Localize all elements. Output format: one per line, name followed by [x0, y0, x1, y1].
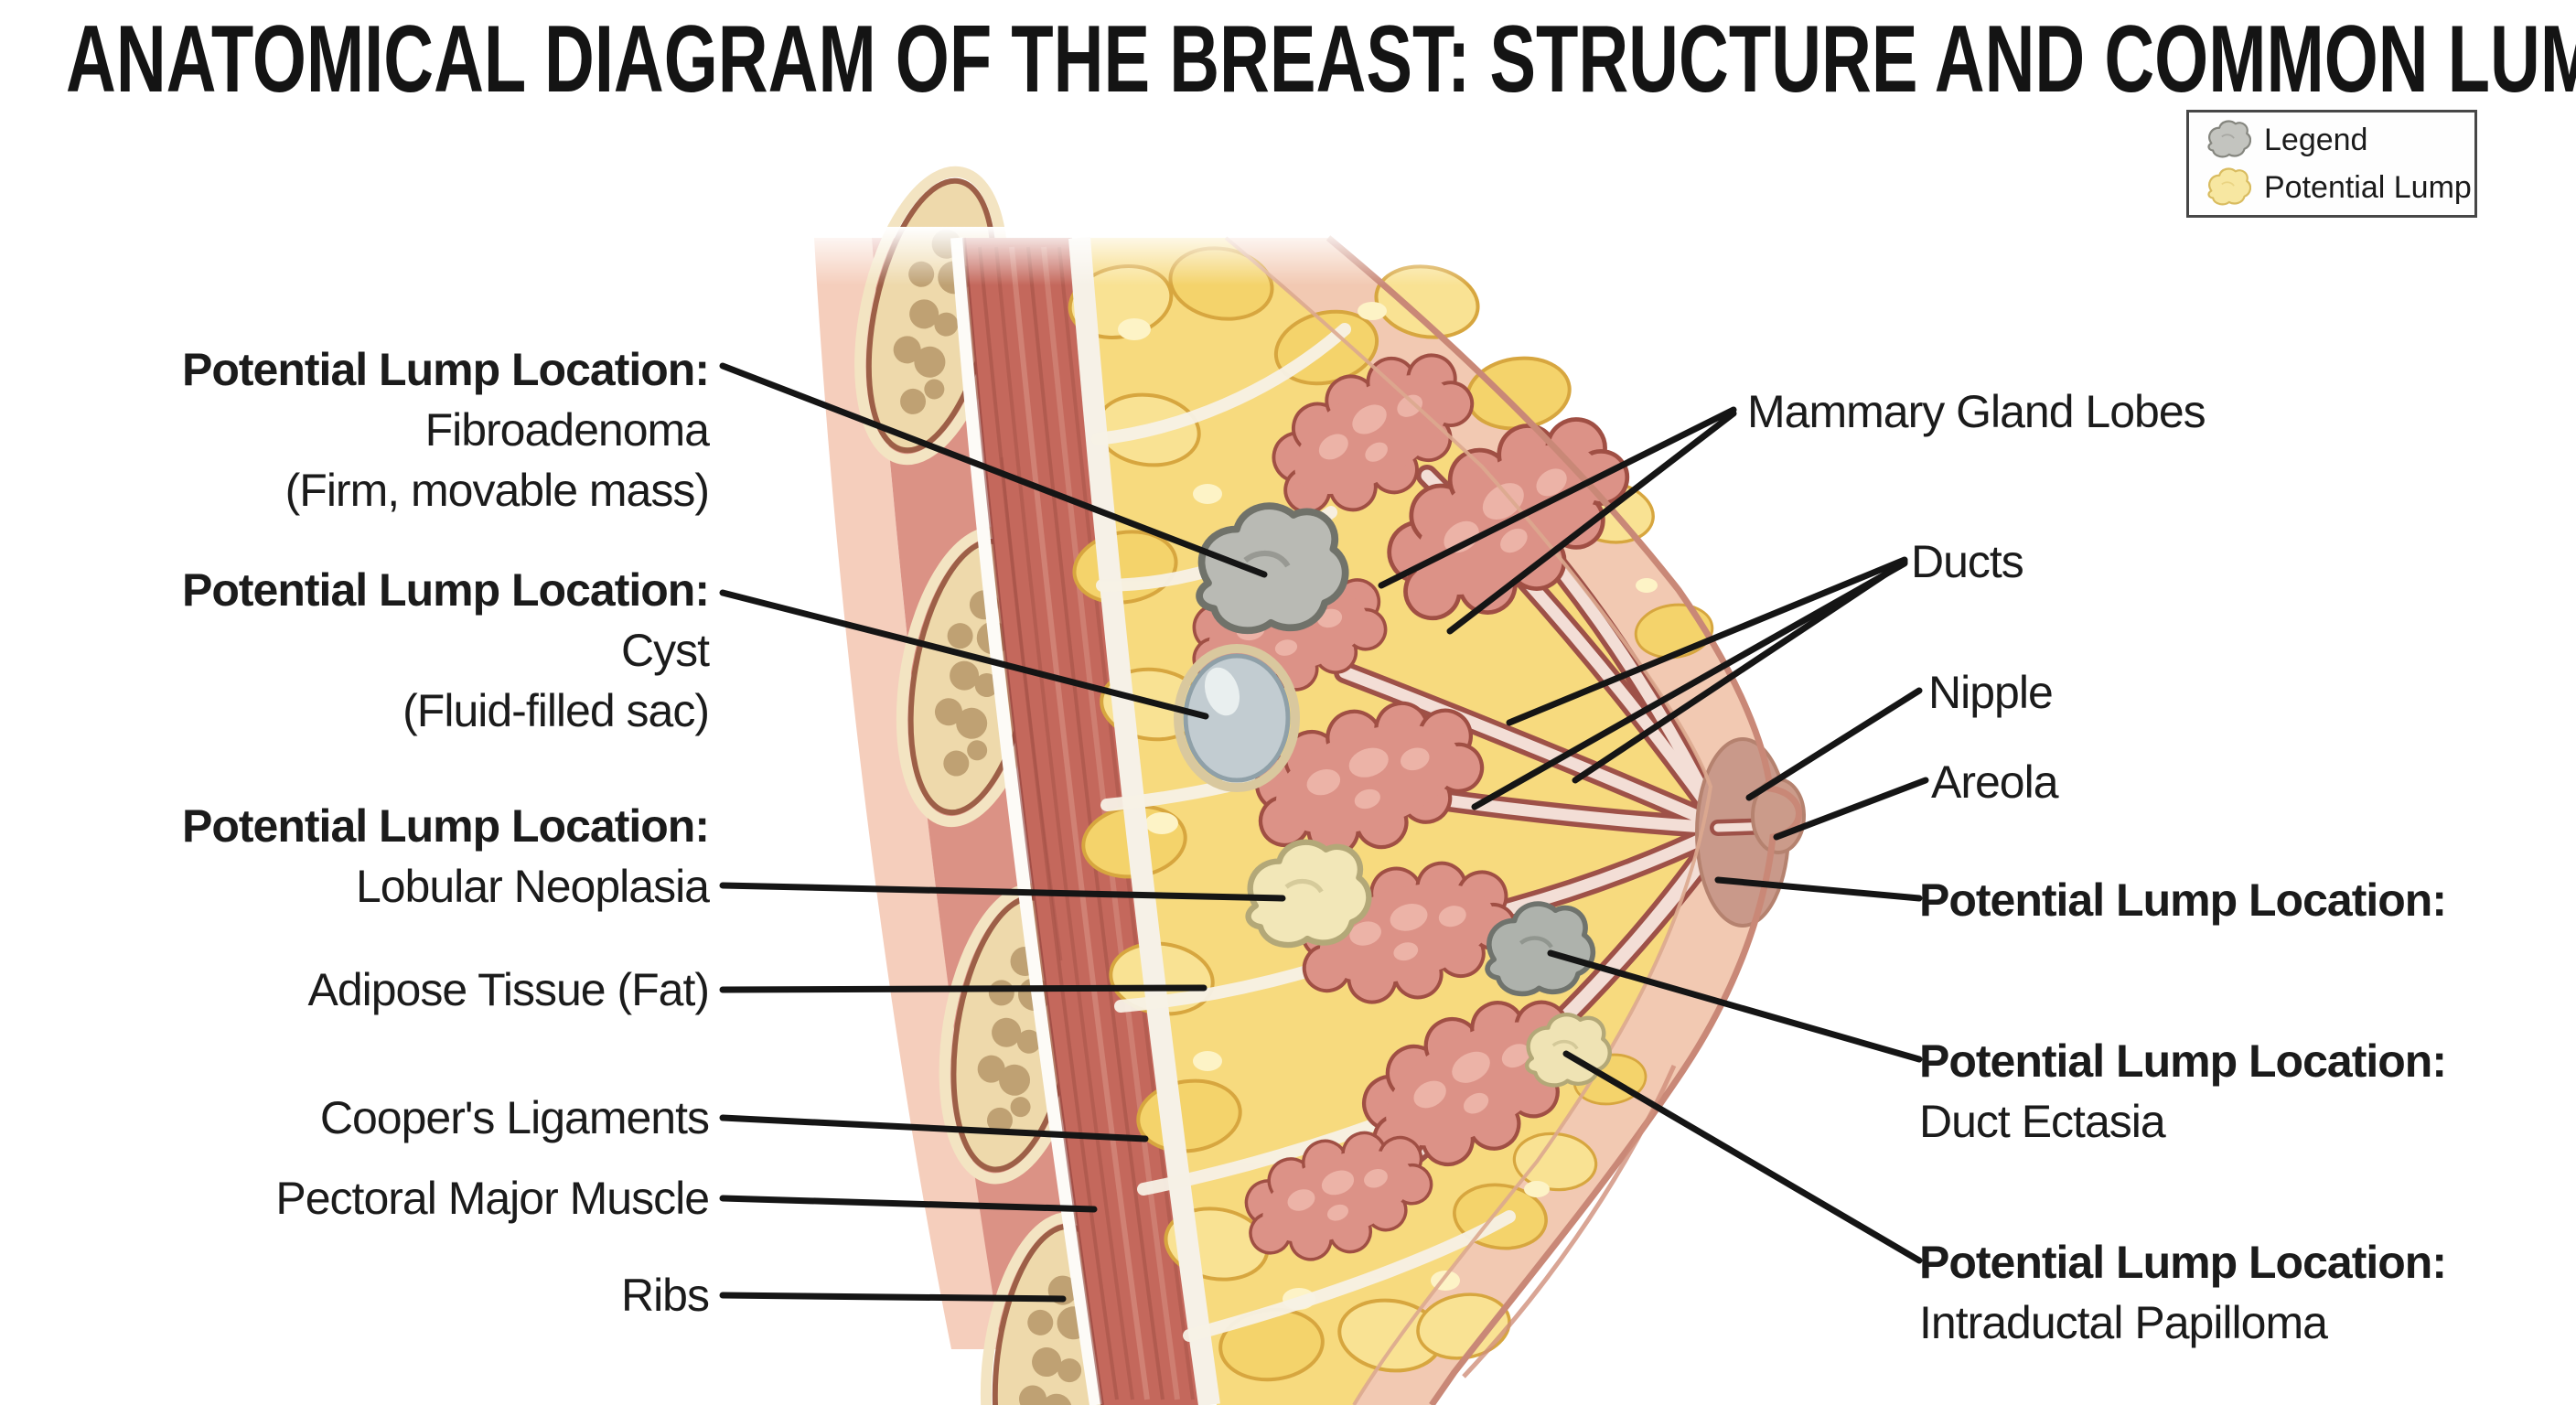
- yellow-lump-icon: [2207, 167, 2251, 206]
- gray-lump-icon: [2207, 120, 2251, 158]
- label-areola: Areola: [1931, 756, 2059, 808]
- fascia-gap: [950, 237, 1102, 1405]
- label-pectoral-major-muscle: Pectoral Major Muscle: [275, 1173, 710, 1224]
- label-intraductal-papilloma: Potential Lump Location: Intraductal Pap…: [1919, 1237, 2447, 1348]
- legend-row-gray: Legend: [2204, 119, 2474, 161]
- label-ribs: Ribs: [620, 1270, 710, 1321]
- skin-outline: [1224, 235, 1802, 1405]
- legend-label: Legend: [2264, 122, 2368, 157]
- leader-lines: [719, 362, 1929, 1303]
- label-ducts: Ducts: [1911, 536, 2024, 587]
- fascia: [1068, 237, 1220, 1405]
- label-potential-lump-subareolar: Potential Lump Location:: [1919, 874, 2447, 926]
- label-cyst: Potential Lump Location: Cyst (Fluid-fil…: [182, 564, 710, 736]
- legend-box: Legend Potential Lump: [2186, 110, 2477, 218]
- legend-label-potential-lump: Potential Lump: [2264, 169, 2472, 205]
- label-mammary-gland-lobes: Mammary Gland Lobes: [1747, 386, 2206, 437]
- label-adipose-tissue: Adipose Tissue (Fat): [307, 964, 710, 1015]
- cyst-lump: [1174, 644, 1300, 792]
- label-coopers-ligaments: Cooper's Ligaments: [319, 1092, 710, 1143]
- label-lobular-neoplasia: Potential Lump Location: Lobular Neoplas…: [182, 800, 710, 912]
- label-fibroadenoma: Potential Lump Location: Fibroadenoma (F…: [182, 344, 710, 516]
- top-fade: [778, 227, 1830, 285]
- legend-row-yellow: Potential Lump: [2204, 166, 2474, 209]
- label-nipple: Nipple: [1928, 667, 2054, 718]
- page-title: ANATOMICAL DIAGRAM OF THE BREAST: STRUCT…: [66, 6, 2576, 113]
- label-duct-ectasia: Potential Lump Location: Duct Ectasia: [1919, 1035, 2447, 1147]
